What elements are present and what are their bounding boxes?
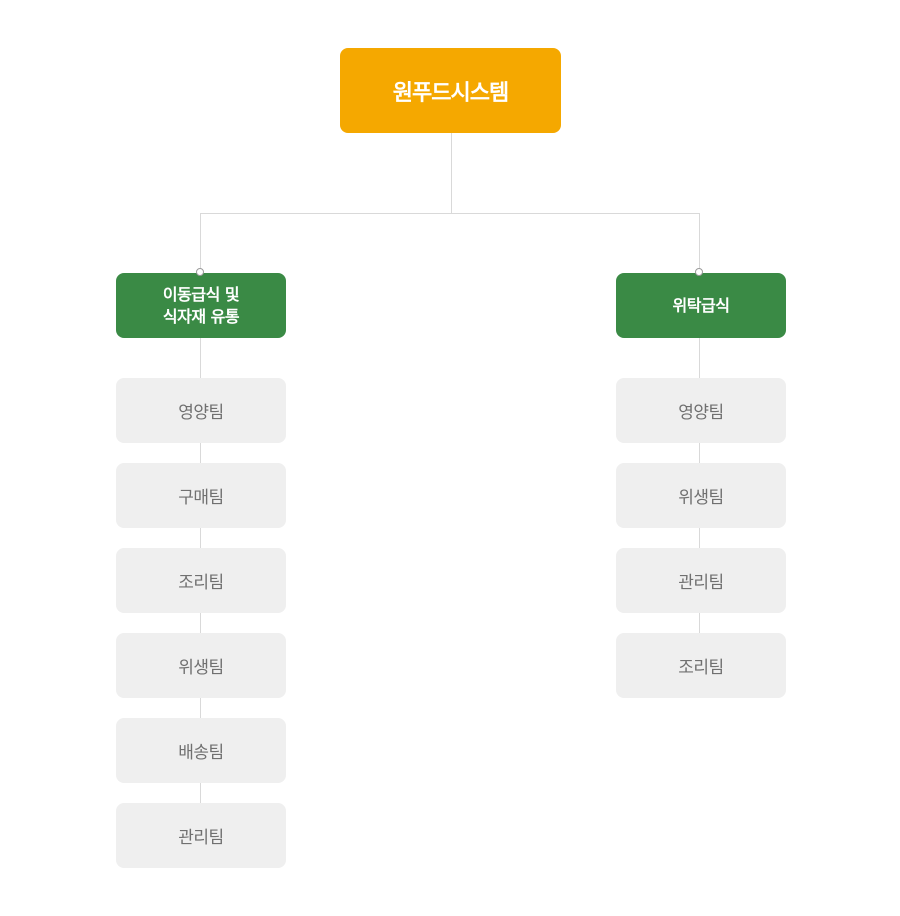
team-node: 조리팀: [616, 633, 786, 698]
branch-node-mobile-catering: 이동급식 및 식자재 유통: [116, 273, 286, 338]
team-label: 관리팀: [178, 828, 224, 848]
team-node: 배송팀: [116, 718, 286, 783]
root-label: 원푸드시스템: [392, 80, 509, 106]
team-label: 조리팀: [178, 573, 224, 593]
connector-dot-left: [196, 268, 204, 276]
branch-label-line: 식자재 유통: [162, 306, 240, 326]
team-node: 관리팀: [616, 548, 786, 613]
connector-dot-right: [695, 268, 703, 276]
team-node: 구매팀: [116, 463, 286, 528]
team-label: 구매팀: [178, 488, 224, 508]
team-node: 영양팀: [616, 378, 786, 443]
team-label: 위생팀: [178, 658, 224, 678]
team-node: 위생팀: [116, 633, 286, 698]
branch-label-line: 이동급식 및: [162, 284, 240, 304]
team-label: 배송팀: [178, 743, 224, 763]
branch-label-line: 위탁급식: [672, 295, 730, 315]
connector-root-down: [451, 133, 452, 213]
team-label: 영양팀: [678, 403, 724, 423]
team-label: 영양팀: [178, 403, 224, 423]
connector-left-drop: [200, 213, 201, 273]
team-node: 조리팀: [116, 548, 286, 613]
connector-horizontal: [200, 213, 700, 214]
team-node: 영양팀: [116, 378, 286, 443]
team-node: 위생팀: [616, 463, 786, 528]
team-label: 위생팀: [678, 488, 724, 508]
team-node: 관리팀: [116, 803, 286, 868]
team-label: 관리팀: [678, 573, 724, 593]
branch-node-contract-catering: 위탁급식: [616, 273, 786, 338]
connector-right-drop: [699, 213, 700, 273]
root-node: 원푸드시스템: [340, 48, 561, 133]
team-label: 조리팀: [678, 658, 724, 678]
